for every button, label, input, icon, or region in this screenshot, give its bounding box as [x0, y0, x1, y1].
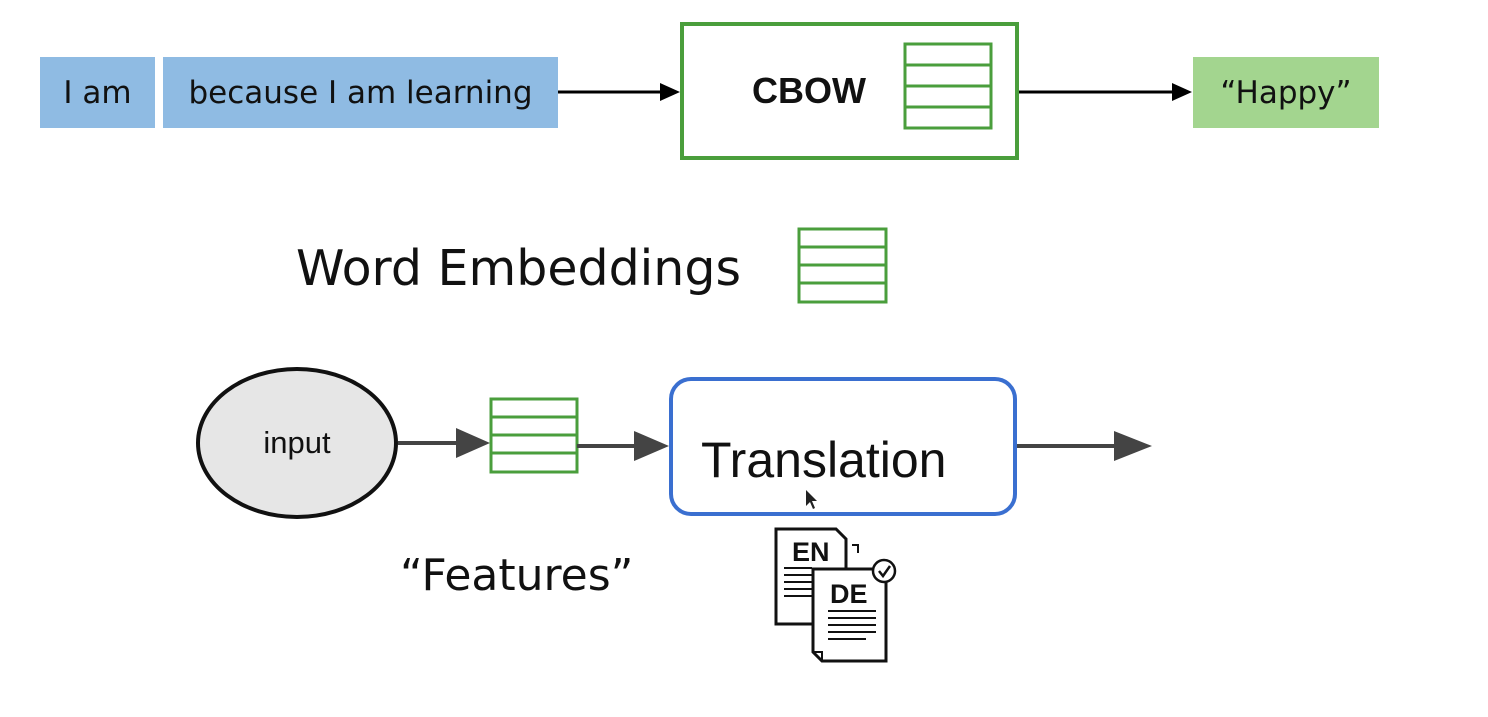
features-label: “Features”	[400, 550, 634, 601]
arrow-input-to-features	[398, 428, 490, 458]
doc-target-lang: DE	[830, 579, 868, 609]
embedding-table-icon	[797, 227, 888, 304]
feature-embedding-table	[489, 397, 579, 474]
arrow-cbow-to-output	[1019, 83, 1192, 101]
cbow-label: CBOW	[752, 70, 866, 111]
input-node: input	[196, 367, 398, 519]
arrow-translation-output	[1017, 431, 1152, 461]
translation-box: Translation	[669, 377, 1017, 516]
output-word-box: “Happy”	[1193, 57, 1379, 128]
document-translation-icon: EN DE	[774, 527, 897, 663]
embeddings-title: Word Embeddings	[296, 240, 741, 297]
context-left-box: I am	[40, 57, 155, 128]
arrow-context-to-cbow	[558, 83, 680, 101]
arrow-features-to-translation	[577, 431, 669, 461]
context-left-label: I am	[63, 74, 132, 111]
output-word-label: “Happy”	[1220, 74, 1352, 111]
input-label: input	[263, 425, 331, 460]
doc-source-lang: EN	[792, 537, 830, 567]
translation-label: Translation	[701, 432, 947, 488]
context-right-label: because I am learning	[188, 74, 533, 111]
context-right-box: because I am learning	[163, 57, 558, 128]
